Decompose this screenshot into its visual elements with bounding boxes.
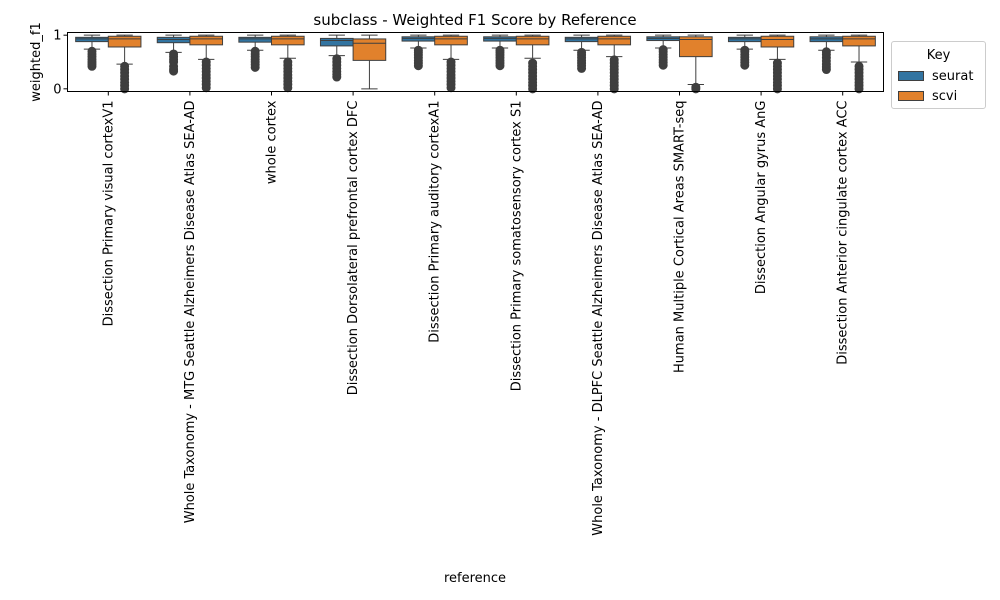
box-scvi-5 [515,34,550,94]
box-seurat-5 [483,34,517,71]
x-tick-label: Human Multiple Cortical Areas SMART-seq [673,101,688,373]
boxes-layer [75,34,876,94]
box-scvi-6 [597,34,632,94]
outlier-point [528,58,538,68]
box-iqr [401,36,436,42]
box-iqr [75,36,109,43]
outlier-point [821,47,831,57]
outlier-point [446,57,456,67]
box-seurat-9 [809,34,844,75]
legend: Key seurat scvi [891,41,986,109]
legend-swatch-scvi [898,91,924,101]
x-tick-label: Dissection Primary somatosensory cortex … [509,101,524,392]
y-axis: 01 [53,29,68,97]
legend-title: Key [926,48,951,63]
chart-title: subclass - Weighted F1 Score by Referenc… [313,11,637,29]
x-axis: Dissection Primary visual cortexV1 Whole … [101,91,851,536]
legend-item-seurat: seurat [898,68,973,84]
y-tick-label: 0 [53,82,61,97]
box-seurat-8 [727,34,762,70]
box-iqr [679,36,713,58]
box-scvi-0 [107,34,142,94]
box-iqr [727,36,762,43]
outlier-point [413,45,423,55]
box-iqr [271,35,305,46]
outlier-point [250,46,260,56]
outlier-point [658,45,668,55]
x-tick-label: whole cortex [265,100,280,184]
box-seurat-7 [646,34,680,70]
outlier-point [854,61,864,71]
box-iqr [238,36,272,43]
outlier-point [740,45,750,55]
box-iqr [107,35,142,48]
plot-frame [67,32,884,92]
box-scvi-1 [189,34,224,93]
outlier-point [772,58,782,68]
outlier-point [120,61,130,71]
box-seurat-2 [238,34,272,72]
box-scvi-9 [842,34,876,94]
box-scvi-7 [679,34,713,94]
x-tick-label: Whole Taxonomy - MTG Seattle Alzheimers … [183,101,198,524]
outlier-point [87,46,97,56]
box-seurat-1 [156,34,191,76]
x-tick-label: Dissection Anterior cingulate cortex ACC [836,100,851,364]
legend-label-seurat: seurat [932,68,974,84]
legend-item-scvi: scvi [898,88,957,104]
legend-swatch-seurat [898,71,924,81]
box-iqr [483,36,517,42]
box-iqr [564,36,599,43]
box-seurat-6 [564,34,599,73]
box-iqr [760,35,795,48]
x-tick-label: Dissection Angular gyrus AnG [754,101,769,295]
y-tick-label: 1 [53,29,61,44]
x-tick-label: Whole Taxonomy - DLPFC Seattle Alzheimer… [591,101,606,536]
x-tick-label: Dissection Primary auditory cortexA1 [428,101,443,343]
box-scvi-8 [760,34,795,94]
x-tick-label: Dissection Dorsolateral prefrontal corte… [346,100,361,395]
box-seurat-4 [401,34,436,71]
outlier-point [495,45,505,55]
outlier-point [691,82,701,92]
x-tick-label: Dissection Primary visual cortexV1 [101,100,116,326]
box-iqr [515,35,550,46]
outlier-point [332,54,342,64]
box-scvi-4 [434,34,468,93]
x-axis-label: reference [444,571,506,586]
box-scvi-2 [271,34,305,93]
outlier-point [577,47,587,57]
outlier-point [609,55,619,65]
outlier-point [283,57,293,67]
y-axis-label: weighted_f1 [29,22,44,101]
box-iqr [189,35,224,46]
box-scvi-3 [352,34,387,90]
outlier-point [201,57,211,67]
box-iqr [842,35,876,47]
box-iqr [319,37,354,47]
box-iqr [434,35,468,46]
box-iqr [352,38,387,61]
box-seurat-3 [319,34,354,82]
box-iqr [597,35,632,46]
outlier-point [169,49,179,59]
legend-label-scvi: scvi [932,88,958,104]
box-iqr [156,36,191,44]
box-seurat-0 [75,34,109,71]
